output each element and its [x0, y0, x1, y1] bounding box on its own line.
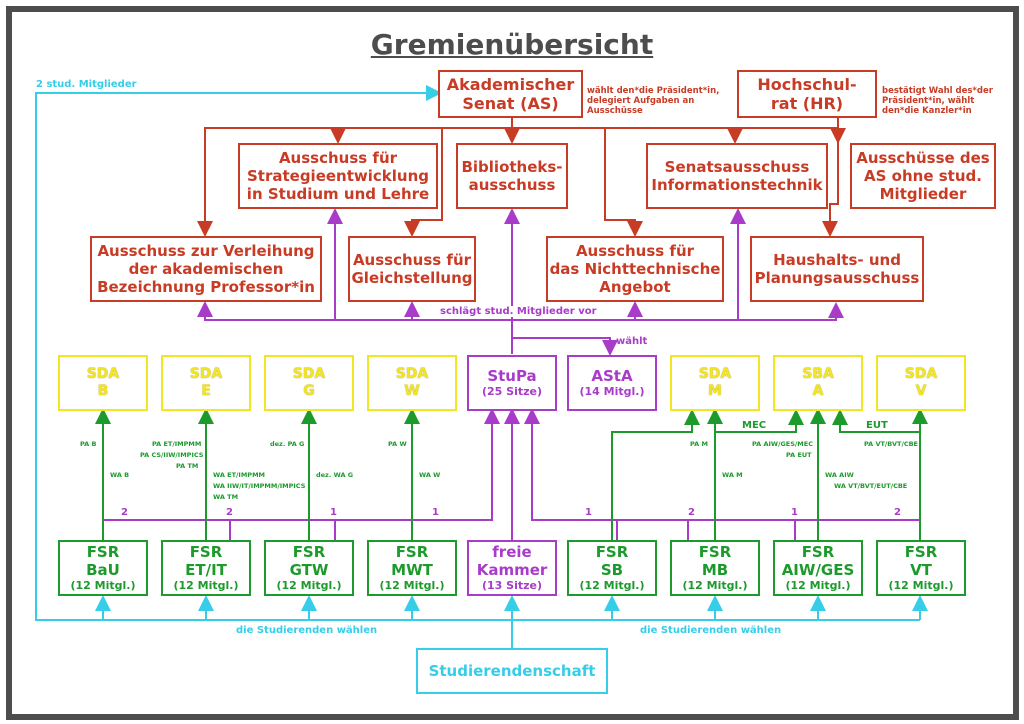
pa-w-label: PA W: [388, 440, 407, 448]
label-elects: wählt: [616, 336, 648, 347]
page-title: Gremienübersicht: [370, 28, 654, 61]
wa-e-label-1: WA ET/IMPMM: [213, 471, 266, 479]
wa-m-label: WA M: [722, 471, 743, 479]
wa-b-label: WA B: [110, 471, 130, 479]
committee-nontechnical: Ausschuss für das Nichttechnische Angebo…: [546, 236, 724, 302]
stupa-box: StuPa(25 Sitze): [467, 355, 557, 411]
committee-professor: Ausschuss zur Verleihung der akademische…: [90, 236, 322, 302]
seat-count-bau: 2: [121, 507, 128, 518]
label-eut: EUT: [866, 420, 888, 431]
label-proposes: schlägt stud. Mitglieder vor: [438, 306, 599, 317]
as-line1: Akademischer: [446, 75, 575, 94]
wa-e-label-2: WA IIW/IT/IMPMM/IMPICS: [213, 482, 306, 490]
studierendenschaft-box: Studierendenschaft: [416, 648, 608, 694]
pa-e-label-3: PA TM: [176, 462, 199, 470]
seat-count-sb: 1: [585, 507, 592, 518]
as-note: wählt den*die Präsident*in, delegiert Au…: [587, 86, 720, 116]
wa-a-label-2: WA VT/BVT/EUT/CBE: [834, 482, 908, 490]
committee-equality: Ausschuss für Gleichstellung: [348, 236, 476, 302]
committee-budget: Haushalts- und Planungsausschuss: [750, 236, 924, 302]
asta-box: AStA(14 Mitgl.): [567, 355, 657, 411]
hochschulrat-box: Hochschul- rat (HR): [737, 70, 877, 118]
seat-count-mb: 2: [688, 507, 695, 518]
wa-a-label-1: WA AIW: [825, 471, 854, 479]
committee-without-students: Ausschüsse des AS ohne stud. Mitglieder: [850, 143, 996, 209]
label-two-members: 2 stud. Mitglieder: [36, 79, 137, 90]
seat-count-vt: 2: [894, 507, 901, 518]
pa-g-label: dez. PA G: [270, 440, 305, 448]
pa-a-label-1: PA AIW/GES/MEC: [752, 440, 813, 448]
akademischer-senat-box: Akademischer Senat (AS): [438, 70, 583, 118]
label-students-elect-right: die Studierenden wählen: [640, 625, 782, 636]
pa-v-label: PA VT/BVT/CBE: [864, 440, 918, 448]
seat-count-etit: 2: [226, 507, 233, 518]
wa-w-label: WA W: [419, 471, 441, 479]
pa-a-label-2: PA EUT: [786, 451, 812, 459]
wa-e-label-3: WA TM: [213, 493, 239, 501]
seat-count-mwt: 1: [432, 507, 439, 518]
committee-strategy: Ausschuss für Strategieentwicklung in St…: [238, 143, 438, 209]
hr-note: bestätigt Wahl des*der Präsident*in, wäh…: [882, 86, 993, 116]
wa-g-label: dez. WA G: [316, 471, 354, 479]
pa-b-label: PA B: [80, 440, 97, 448]
pa-m-label: PA M: [690, 440, 708, 448]
pa-e-label-2: PA CS/IIW/IMPICS: [140, 451, 204, 459]
seat-count-gtw: 1: [330, 507, 337, 518]
pa-e-label-1: PA ET/IMPMM: [152, 440, 202, 448]
label-mec: MEC: [742, 420, 767, 431]
committee-it: Senatsausschuss Informationstechnik: [646, 143, 828, 209]
hr-line2: rat (HR): [770, 94, 844, 113]
seat-count-aiw: 1: [791, 507, 798, 518]
hr-line1: Hochschul-: [757, 75, 857, 94]
as-line2: Senat (AS): [462, 94, 559, 113]
label-students-elect-left: die Studierenden wählen: [236, 625, 378, 636]
committee-library: Bibliotheks- ausschuss: [456, 143, 568, 209]
